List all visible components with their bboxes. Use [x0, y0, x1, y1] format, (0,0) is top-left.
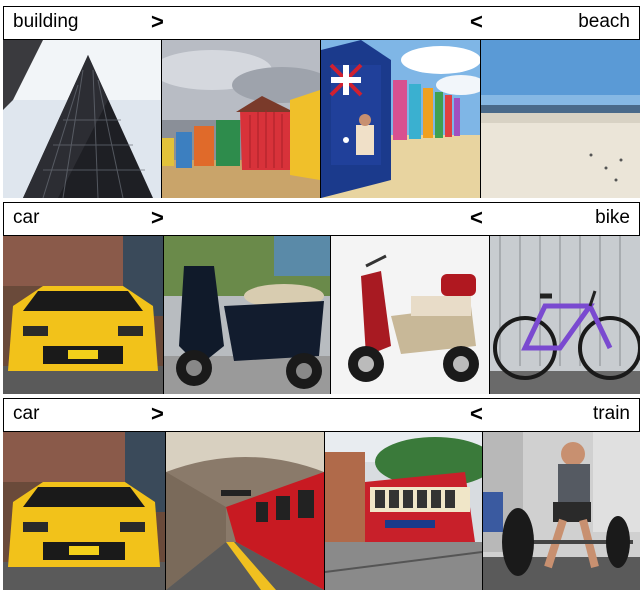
- yellow-sports-car-photo: [3, 432, 165, 590]
- black-scooter-photo: [164, 236, 330, 394]
- yellow-sports-car-photo: [3, 236, 163, 394]
- greater-than-arrow: >: [151, 401, 164, 426]
- less-than-arrow: <: [470, 401, 483, 426]
- cable-car-photo: [325, 432, 482, 590]
- image-strip: [3, 236, 640, 394]
- label-bar: car > < train: [3, 398, 640, 432]
- label-bar: building > < beach: [3, 6, 640, 40]
- image-strip: [3, 40, 640, 198]
- greater-than-arrow: >: [151, 9, 164, 34]
- less-than-arrow: <: [470, 9, 483, 34]
- skyscraper-photo: [3, 40, 161, 198]
- greater-than-arrow: >: [151, 205, 164, 230]
- left-label: building: [13, 11, 79, 32]
- left-label: car: [13, 403, 40, 424]
- sandy-beach-photo: [481, 40, 640, 198]
- underground-train-photo: [166, 432, 324, 590]
- right-label: train: [593, 403, 630, 424]
- beach-hut-flag-photo: [321, 40, 480, 198]
- right-label: beach: [578, 11, 630, 32]
- weightlifter-photo: [483, 432, 640, 590]
- right-label: bike: [595, 207, 630, 228]
- less-than-arrow: <: [470, 205, 483, 230]
- label-bar: car > < bike: [3, 202, 640, 236]
- beach-huts-photo: [162, 40, 320, 198]
- purple-bicycle-photo: [490, 236, 640, 394]
- red-scooter-photo: [331, 236, 489, 394]
- image-strip: [3, 432, 640, 590]
- left-label: car: [13, 207, 40, 228]
